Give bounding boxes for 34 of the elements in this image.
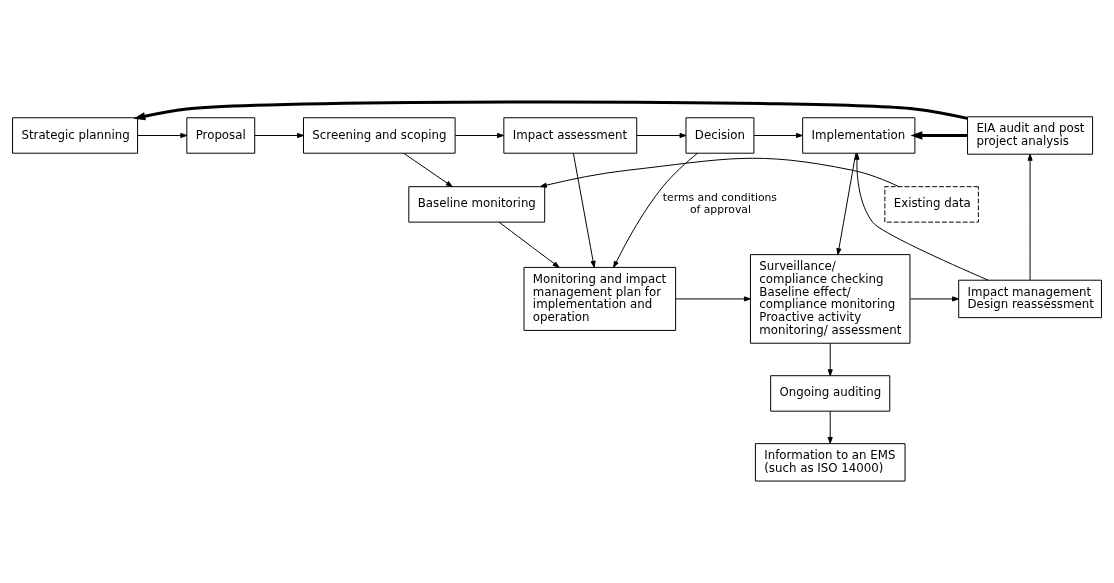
node-box: Baseline monitoring <box>408 186 546 223</box>
arrow <box>827 410 833 444</box>
node-box: Ongoing auditing <box>770 375 891 412</box>
node-box: Monitoring and impact management plan for implementation and operation <box>523 266 677 331</box>
arrow <box>909 296 959 302</box>
edge-label: terms and conditions of approval <box>662 191 777 217</box>
node-box: EIA audit and post project analysis <box>967 116 1094 155</box>
arrow <box>572 152 596 268</box>
node-box: Impact management Design reassessment <box>958 279 1102 319</box>
arrow <box>1027 153 1033 281</box>
arrow <box>836 152 857 256</box>
arrow <box>613 152 698 268</box>
arrow <box>636 132 687 139</box>
arrow <box>539 157 900 188</box>
arrow <box>403 152 453 188</box>
node-box: Strategic planning <box>12 117 139 154</box>
arrow <box>454 132 504 139</box>
arrow <box>827 343 833 377</box>
arrow <box>254 132 304 139</box>
node-box: Decision <box>685 117 755 154</box>
node-box: Existing data <box>884 186 979 223</box>
arrow <box>910 131 968 140</box>
arrow <box>133 100 968 121</box>
node-box: Information to an EMS (such as ISO 14000) <box>754 443 906 482</box>
node-box: Proposal <box>186 117 256 154</box>
node-box: Surveillance/ compliance checking Baseline effect/ compliance monitoring Proactive activity monitoring/ assessment <box>749 254 911 344</box>
arrow <box>753 132 803 139</box>
node-box: Implementation <box>802 117 916 154</box>
arrow <box>675 296 751 302</box>
node-box: Screening and scoping <box>303 117 456 154</box>
arrow <box>854 152 989 281</box>
node-box: Impact assessment <box>503 117 638 154</box>
arrow <box>498 221 560 268</box>
arrow <box>137 132 188 139</box>
